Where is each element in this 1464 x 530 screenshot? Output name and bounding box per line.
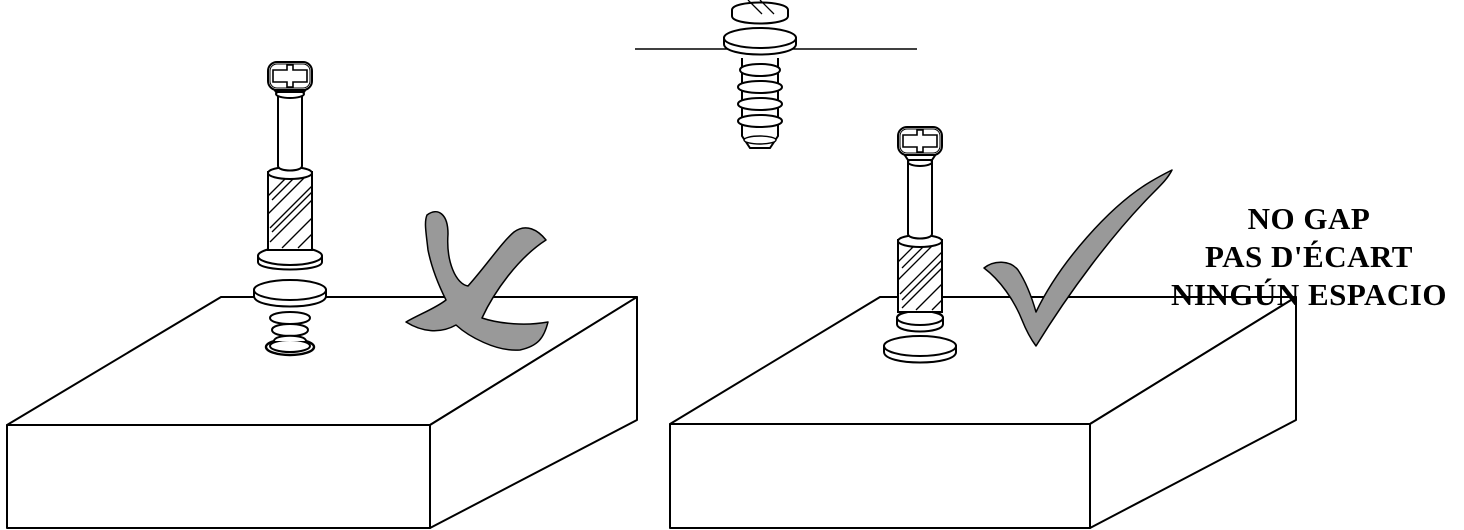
caption-english: NO GAP	[1247, 201, 1371, 236]
check-mark-icon	[983, 169, 1173, 347]
caption-french: PAS D'ÉCART	[1205, 239, 1413, 274]
right-panel-correct	[669, 126, 1297, 529]
caption-spanish: NINGÚN ESPACIO	[1171, 277, 1447, 312]
right-wood-block	[669, 296, 1297, 529]
no-gap-caption: NO GAP PAS D'ÉCART NINGÚN ESPACIO	[1150, 200, 1464, 314]
left-panel-wrong	[6, 61, 638, 529]
cross-mark-icon	[405, 211, 549, 351]
left-cam-bolt	[253, 61, 327, 357]
center-screw-detail	[635, 0, 917, 149]
right-cam-bolt	[883, 126, 957, 364]
